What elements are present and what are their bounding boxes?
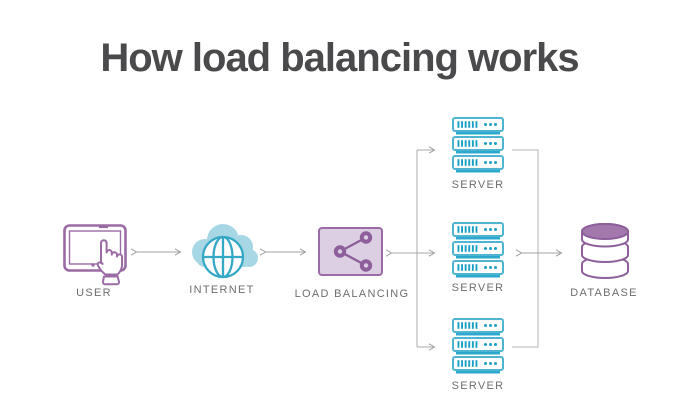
- user-node: USER: [63, 224, 127, 299]
- database-label: DATABASE: [570, 287, 637, 299]
- server-stack-icon: [452, 222, 504, 278]
- load-balancing-node: LOAD BALANCING: [295, 227, 410, 300]
- connector-loadbalancer-servers: [385, 146, 436, 351]
- share-network-icon: [318, 227, 383, 276]
- internet-node: INTERNET: [189, 224, 258, 296]
- server-stack-icon: [452, 318, 504, 374]
- page-title: How load balancing works: [100, 36, 579, 80]
- database-node: DATABASE: [570, 223, 637, 299]
- server-top-node: SERVER: [452, 117, 505, 191]
- cloud-globe-icon: [192, 224, 258, 279]
- database-cylinder-icon: [581, 223, 629, 279]
- server-middle-node: SERVER: [452, 222, 505, 294]
- user-label: USER: [76, 287, 112, 299]
- connector-servers-database: [512, 149, 539, 348]
- server-stack-icon: [452, 117, 504, 173]
- server-bottom-label: SERVER: [452, 380, 505, 392]
- server-middle-label: SERVER: [452, 282, 505, 294]
- pointer-hand-icon: [96, 239, 123, 286]
- server-bottom-node: SERVER: [452, 318, 505, 392]
- tablet-touch-icon: [63, 224, 127, 286]
- internet-label: INTERNET: [189, 284, 254, 296]
- load-balancing-label: LOAD BALANCING: [295, 288, 410, 300]
- server-top-label: SERVER: [452, 179, 505, 191]
- globe-shape: [201, 235, 245, 279]
